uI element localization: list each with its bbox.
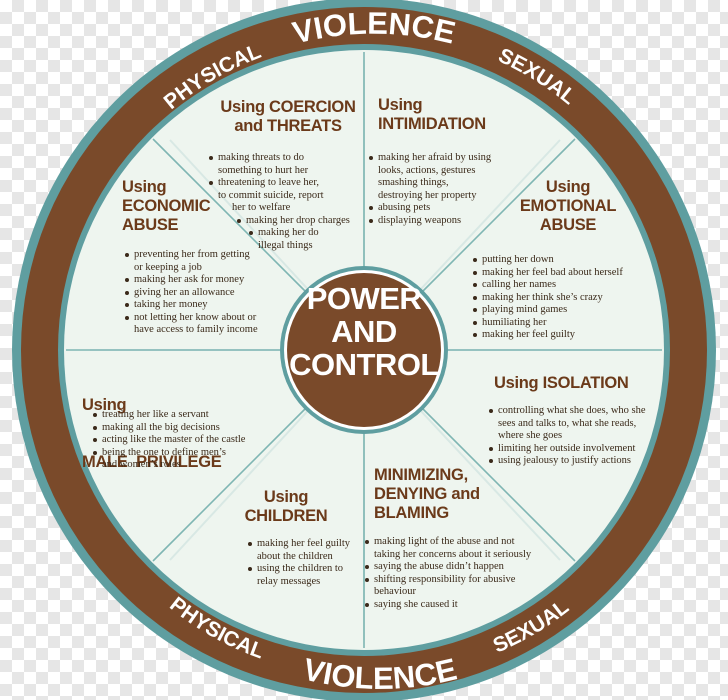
list-item: taking her money [124,299,284,312]
list-item: making her ask for money [124,274,284,287]
center-label: POWER AND CONTROL [276,282,452,408]
list-item: treating her like a servant [92,409,272,422]
wedge-children: Using CHILDREN [226,488,346,526]
list-item: saying she caused it [364,599,554,612]
list-item: making her think she’s crazy [472,292,642,305]
list-item: making her feel bad about herself [472,267,642,280]
center-label-line: POWER [306,281,422,316]
wedge-title: Using INTIMIDATION [378,96,486,133]
list-item: acting like the master of the castle [92,434,272,447]
hub-brown-disc [287,273,441,427]
list-item: using jealousy to justify actions [488,455,668,468]
list-item: playing mind games [472,304,642,317]
center-label-line: AND [331,314,397,349]
list-item: abusing pets [368,202,528,215]
wedge-isolation: Using ISOLATION [494,374,634,393]
list-item: saying the abuse didn’t happen [364,561,554,574]
wedge-title: Using ECONOMIC ABUSE [122,178,211,234]
list-item: giving her an allowance [124,287,284,300]
list-item: humiliating her [472,317,642,330]
list-item: putting her down [472,254,642,267]
list-item: limiting her outside involvement [488,443,668,456]
wedge-privilege-list: treating her like a servant making all t… [92,409,272,472]
wedge-economic: Using ECONOMIC ABUSE [122,178,232,235]
wedge-title: Using MALE PRIVILEGE [82,396,222,471]
list-item: threatening to leave her,to commit suici… [208,177,368,215]
list-item: making her drop charges [236,215,368,228]
list-item: making all the big decisions [92,422,272,435]
wedge-title: MINIMIZING, DENYING and BLAMING [374,466,480,522]
list-item: calling her names [472,279,642,292]
wedge-minimizing: MINIMIZING, DENYING and BLAMING [374,466,514,523]
wedge-emotional: Using EMOTIONAL ABUSE [508,178,628,235]
wheel-spokes [66,52,662,648]
wedge-title: Using ISOLATION [494,374,629,392]
wedge-title: Using CHILDREN [244,488,328,525]
center-label-line: CONTROL [289,347,439,382]
wedge-intimidation: Using INTIMIDATION [378,96,538,134]
list-item: displaying weapons [368,215,528,228]
wedge-title: Using EMOTIONAL ABUSE [519,178,617,234]
list-item: making her feel guilty [472,329,642,342]
wedge-coercion: Using COERCION and THREATS [208,98,368,136]
wedge-privilege: Using MALE PRIVILEGE [82,358,242,510]
wedge-emotional-list: putting her down making her feel bad abo… [472,254,642,342]
wedge-title: Using COERCION and THREATS [220,98,356,135]
